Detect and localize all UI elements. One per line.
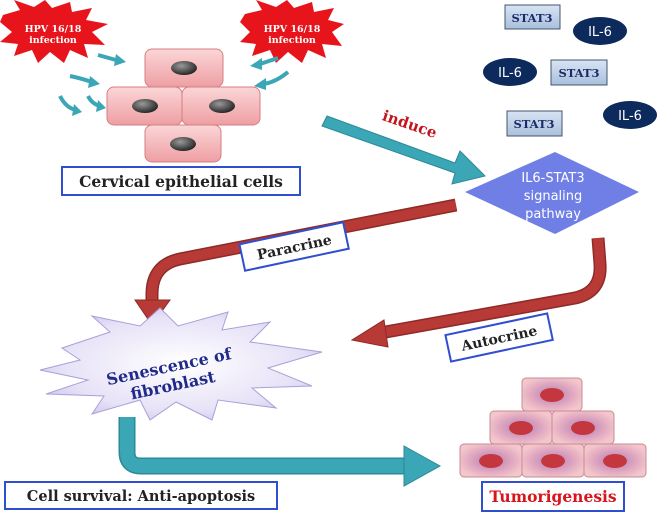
il6-label: IL-6 <box>618 109 642 124</box>
virus-left-label-1: HPV 16/18 <box>25 24 82 35</box>
induce-arrow <box>321 115 486 185</box>
infection-arrows <box>58 53 290 116</box>
molecules: STAT3 IL-6 IL-6 STAT3 STAT3 IL-6 <box>483 4 657 137</box>
survival-label-box: Cell survival: Anti-apoptosis <box>4 481 278 510</box>
stat3-molecule: STAT3 <box>504 4 561 30</box>
tumorigenesis-label-box: Tumorigenesis <box>481 481 625 512</box>
tumorigenesis-label: Tumorigenesis <box>489 487 617 506</box>
pathway-line-2: signaling <box>524 189 583 204</box>
pathway-diamond: IL6-STAT3 signaling pathway <box>465 152 639 234</box>
senescence-burst: Senescence of fibroblast <box>39 307 323 421</box>
il6-molecule: IL-6 <box>603 101 657 129</box>
stat3-label: STAT3 <box>513 117 554 131</box>
virus-right-label-1: HPV 16/18 <box>264 24 321 35</box>
epithelial-cells-label-box: Cervical epithelial cells <box>61 166 301 196</box>
il6-molecule: IL-6 <box>573 17 627 45</box>
autocrine-label-box: Autocrine <box>444 312 554 363</box>
virus-right-label-2: infection <box>268 35 316 46</box>
virus-burst-right: HPV 16/18 infection <box>240 0 344 63</box>
virus-left-label-2: infection <box>29 35 77 46</box>
virus-burst-left: HPV 16/18 infection <box>0 0 108 63</box>
epithelial-cells-label: Cervical epithelial cells <box>79 172 283 191</box>
il6-label: IL-6 <box>498 66 522 81</box>
pathway-line-3: pathway <box>525 207 581 222</box>
stat3-label: STAT3 <box>511 11 552 25</box>
il6-label: IL-6 <box>588 25 612 40</box>
survival-arrow <box>118 417 442 487</box>
paracrine-arrow <box>134 198 458 326</box>
il6-molecule: IL-6 <box>483 58 537 86</box>
survival-label: Cell survival: Anti-apoptosis <box>27 488 255 505</box>
paracrine-label-box: Paracrine <box>238 221 350 272</box>
autocrine-arrow <box>350 237 607 348</box>
stat3-molecule: STAT3 <box>550 59 608 86</box>
stat3-label: STAT3 <box>558 66 599 80</box>
stat3-molecule: STAT3 <box>506 110 563 137</box>
tumor-cell-pyramid <box>459 377 647 478</box>
pathway-line-1: IL6-STAT3 <box>521 171 584 186</box>
induce-label: induce <box>380 107 439 142</box>
epithelial-cell-cluster <box>106 48 261 163</box>
